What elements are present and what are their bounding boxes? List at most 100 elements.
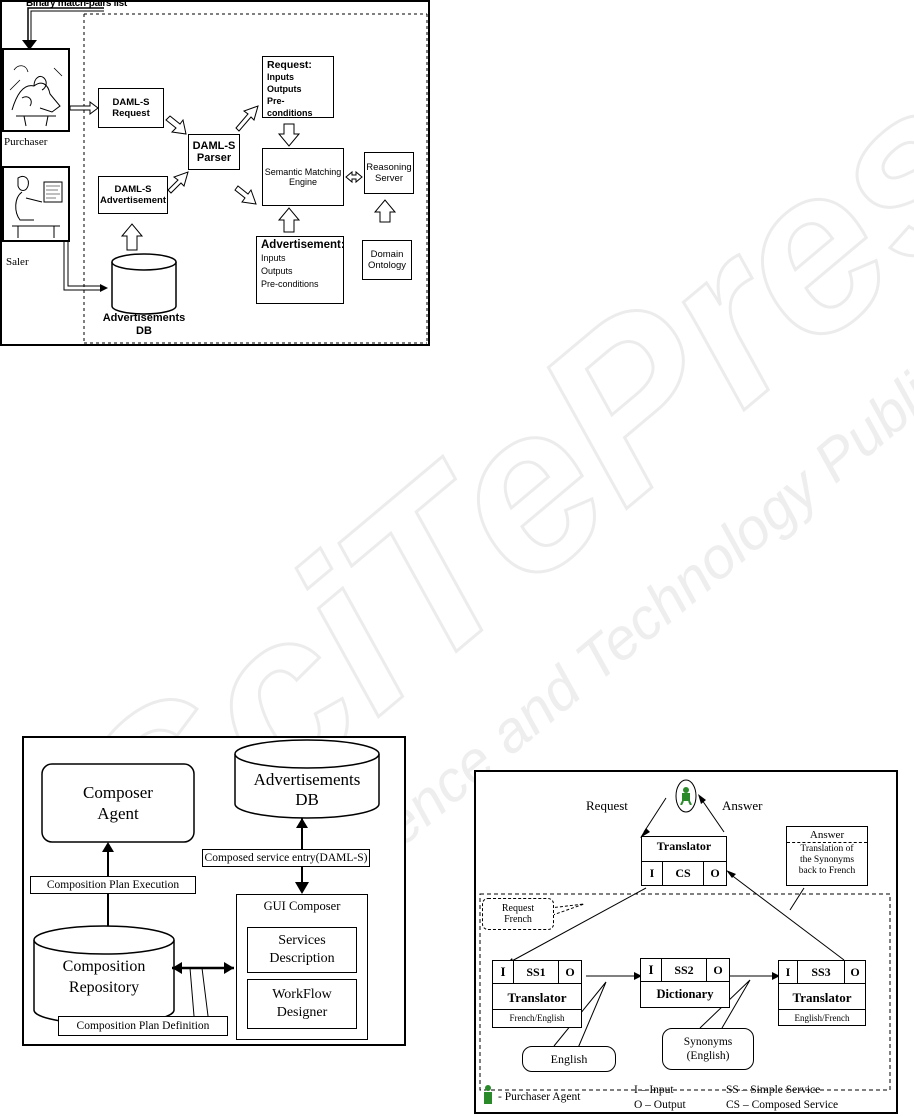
translator-top-title: Translator <box>656 839 712 853</box>
purchaser-label: Purchaser <box>4 136 48 148</box>
engine-line2: Engine <box>288 177 318 187</box>
composition-plan-definition-label: Composition Plan Definition <box>58 1016 228 1036</box>
legend-simple-service: SS – Simple Service <box>726 1084 821 1096</box>
ss2-name: Dictionary <box>656 986 714 1001</box>
daml-request-line2: Request <box>112 108 150 119</box>
legend-agent: - Purchaser Agent <box>498 1091 581 1103</box>
gui-composer-box: GUI Composer Services Description WorkFl… <box>236 894 368 1040</box>
request-title: Request: <box>267 59 312 71</box>
composition-repository: Composition Repository <box>34 956 174 998</box>
cell-simple-service: SS1 <box>513 960 559 984</box>
daml-advertisement-box: DAML-S Advertisement <box>98 176 168 214</box>
synonyms-bubble: Synonyms (English) <box>662 1028 754 1070</box>
services-description-line2: Description <box>269 951 335 966</box>
saler-image <box>2 166 70 242</box>
gui-composer-title: GUI Composer <box>263 899 341 913</box>
daml-request-box: DAML-S Request <box>98 88 164 128</box>
domain-ontology-box: Domain Ontology <box>362 240 412 280</box>
translator-composed-service: Translator I CS O <box>641 836 727 886</box>
reasoning-line1: Reasoning <box>366 162 412 173</box>
advertisement-title: Advertisement: <box>261 239 345 251</box>
cell-composed-service: CS <box>662 861 704 886</box>
answer-label: Answer <box>722 798 763 813</box>
cell-output: O <box>703 861 727 886</box>
request-box: Request: Inputs Outputs Pre-conditions <box>262 56 334 118</box>
cell-input: I <box>640 958 662 982</box>
engine-line1: Semantic Matching <box>264 167 342 177</box>
ss1-sub: French/English <box>509 1013 565 1023</box>
purchaser-image <box>2 48 70 132</box>
request-item: Pre-conditions <box>267 96 313 118</box>
ss3-name: Translator <box>779 987 865 1010</box>
semantic-matching-engine-box: Semantic Matching Engine <box>262 148 344 206</box>
daml-advertisement-line1: DAML-S <box>114 184 152 195</box>
legend-composed-service: CS – Composed Service <box>726 1099 839 1111</box>
cell-simple-service: SS2 <box>661 958 707 982</box>
cell-output: O <box>706 958 730 982</box>
ads-db-line2: DB <box>295 790 319 809</box>
request-item: Outputs <box>267 84 302 94</box>
db-label-line1: Advertisements <box>102 312 186 324</box>
advertisements-db: Advertisements DB <box>235 770 379 810</box>
advertisement-item: Pre-conditions <box>261 279 319 289</box>
request-note-line1: Request <box>501 903 535 914</box>
figure-composer-lines <box>33 739 380 1025</box>
purchaser-agent-icon <box>680 787 692 805</box>
services-description-box: Services Description <box>247 927 357 973</box>
composition-plan-execution-label: Composition Plan Execution <box>30 876 196 894</box>
answer-note-line: back to French <box>798 866 856 876</box>
figure-matching-lines <box>22 7 428 344</box>
purchaser-sketch-icon <box>9 65 63 127</box>
request-item: Inputs <box>267 72 294 82</box>
advertisement-item: Inputs <box>261 253 286 263</box>
answer-note-title: Answer <box>787 827 867 843</box>
cell-input: I <box>641 861 663 886</box>
advertisement-item: Outputs <box>261 266 293 276</box>
repository-line2: Repository <box>68 979 140 996</box>
db-label-line2: DB <box>136 325 152 337</box>
composer-agent-line1: Composer <box>83 783 153 802</box>
repository-line1: Composition <box>62 958 146 975</box>
synonyms-line1: Synonyms <box>683 1036 733 1048</box>
match-pairs-label: Binary match-pairs list <box>26 0 127 9</box>
daml-advertisement-line2: Advertisement <box>100 195 166 206</box>
saler-label: Saler <box>6 256 29 268</box>
services-description-line1: Services <box>278 933 326 948</box>
reasoning-server-box: Reasoning Server <box>364 152 414 194</box>
answer-note-line: the Synonyms <box>799 855 855 865</box>
service-ss1: I SS1 O Translator French/English <box>492 960 582 1028</box>
daml-parser-box: DAML-S Parser <box>188 134 240 170</box>
composed-service-entry-label: Composed service entry(DAML-S) <box>202 849 370 867</box>
answer-note-line: Translation of <box>800 844 854 854</box>
cell-simple-service: SS3 <box>797 960 845 984</box>
workflow-designer-line1: WorkFlow <box>272 987 332 1002</box>
cell-output: O <box>558 960 582 984</box>
cell-input: I <box>492 960 514 984</box>
legend-output: O – Output <box>634 1099 686 1111</box>
ads-db-line1: Advertisements <box>253 770 361 789</box>
synonyms-line2: (English) <box>686 1050 730 1062</box>
request-label: Request <box>586 798 628 813</box>
ontology-line2: Ontology <box>367 260 407 271</box>
daml-parser-line1: DAML-S <box>192 140 236 152</box>
saler-sketch-icon <box>12 175 63 238</box>
cell-output: O <box>844 960 866 984</box>
request-note-line2: French <box>504 914 532 925</box>
ss3-sub: English/French <box>794 1012 850 1023</box>
daml-parser-line2: Parser <box>196 152 232 164</box>
legend-input: I – Input <box>634 1084 674 1096</box>
composer-agent-line2: Agent <box>97 804 139 823</box>
service-ss2: I SS2 O Dictionary <box>640 958 730 1008</box>
cell-input: I <box>778 960 798 984</box>
advertisement-box: Advertisement: Inputs Outputs Pre-condit… <box>256 236 345 304</box>
ontology-line1: Domain <box>370 249 404 260</box>
reasoning-line2: Server <box>375 173 403 184</box>
figure-matching-architecture <box>0 0 430 346</box>
composer-agent-box: Composer Agent <box>42 764 194 842</box>
ss1-name: Translator <box>493 987 581 1010</box>
workflow-designer-line2: Designer <box>276 1005 328 1020</box>
request-french-note: Request French <box>482 898 554 930</box>
answer-note: Answer Translation of the Synonyms back … <box>786 826 868 886</box>
daml-request-line1: DAML-S <box>112 97 150 108</box>
workflow-designer-box: WorkFlow Designer <box>247 979 357 1029</box>
